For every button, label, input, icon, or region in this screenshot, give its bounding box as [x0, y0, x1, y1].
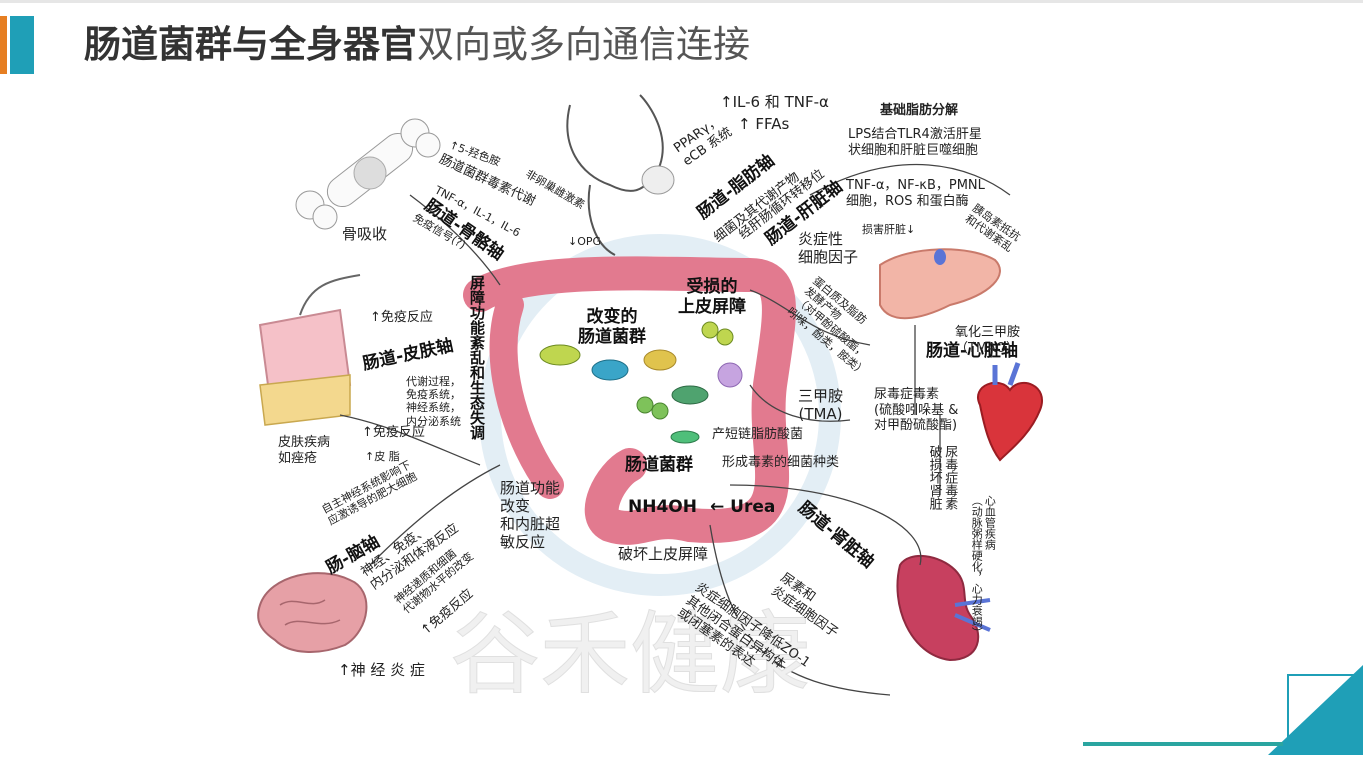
heart-illustration: [977, 362, 1043, 462]
label-dysbiosis: 屏障功能紊乱和生态失调: [468, 275, 486, 440]
label-tma: 三甲胺 (TMA): [798, 387, 844, 423]
label-skin-immune: ↑免疫反应: [370, 310, 433, 325]
label-bone-resorption: 骨吸收: [342, 225, 388, 243]
label-toxin-bacteria: 形成毒素的细菌种类: [722, 455, 840, 470]
corner-decoration: [1268, 665, 1363, 755]
label-neuro-inflammation: ↑神 经 炎 症: [338, 661, 425, 679]
diagram-illustration: 谷禾健康: [257, 94, 1043, 705]
watermark-text: 谷禾健康: [450, 602, 810, 705]
watermark-circle: [479, 234, 841, 596]
label-heart-axis: 肠道-心脏轴: [926, 341, 1019, 361]
label-urea: ← Urea: [710, 497, 776, 517]
label-basic-lipolysis: 基础脂肪分解: [880, 103, 959, 118]
title-rest-part: 双向或多向通信连接: [417, 23, 750, 66]
label-destroy-barrier: 破坏上皮屏障: [618, 545, 709, 563]
slide-title: 肠道菌群与全身器官双向或多向通信连接: [84, 20, 750, 70]
label-kidney-damage: 尿毒症毒素 破损坏肾脏: [926, 445, 958, 510]
label-gut-function: 肠道功能 改变 和内脏超 敏反应: [500, 479, 561, 551]
label-skin-systems: 代谢过程， 免疫系统， 神经系统， 内分泌系统: [406, 375, 461, 428]
skin-illustration: [258, 274, 361, 426]
brain-illustration: [257, 572, 368, 653]
label-cvd: 心血管疾病 （动脉粥样硬化，心力衰竭）: [970, 495, 997, 638]
label-skin-disease: 皮肤疾病 如痤疮: [278, 435, 331, 466]
label-damaged-barrier: 受损的 上皮屏障: [678, 277, 746, 318]
label-nh4oh: NH4OH: [628, 497, 697, 517]
gut-organ-axis-diagram: 谷禾健康 改变的 肠道菌群 受损的 上皮屏障 肠道菌群 产短链脂肪酸菌 形成毒素…: [250, 85, 1050, 705]
label-tmao: 氧化三甲胺 （TMAO）: [955, 325, 1021, 356]
label-scfa-bacteria: 产短链脂肪酸菌: [712, 427, 804, 442]
label-liver-tnf: TNF-α，NF-κB，PMNL 细胞，ROS 和蛋白酶: [846, 178, 985, 209]
label-uremic-toxins: 尿毒症毒素 (硫酸吲哚基 & 对甲酚硫酸酯): [874, 387, 959, 434]
title-bold-part: 肠道菌群与全身器官: [84, 23, 417, 66]
label-ffa: ↑ FFAs: [738, 115, 790, 133]
footer-bar: [1083, 742, 1283, 746]
bone-illustration: [295, 118, 441, 230]
top-divider: [0, 0, 1363, 3]
label-il6: ↑IL-6 和 TNF-α: [720, 93, 829, 111]
label-gut-flora: 肠道菌群: [625, 455, 693, 475]
title-accent-orange: [0, 16, 7, 74]
kidney-illustration: [896, 554, 991, 662]
title-accent-teal: [10, 16, 34, 74]
body-fat-illustration: [566, 94, 675, 256]
label-sebum: ↑皮 脂: [365, 450, 400, 463]
intestine-illustration: [463, 256, 796, 545]
liver-illustration: [879, 248, 1001, 320]
label-opg: ↓OPG: [568, 235, 602, 248]
connector-lines: [339, 163, 1011, 696]
label-skin-immune-2: ↑免疫反应: [362, 425, 425, 440]
label-inflammatory: 炎症性 细胞因子: [798, 230, 859, 266]
label-altered-flora: 改变的 肠道菌群: [578, 307, 646, 348]
corner-triangle: [1268, 665, 1363, 755]
label-lps: LPS结合TLR4激活肝星 状细胞和肝脏巨噬细胞: [848, 127, 982, 158]
label-liver-damage: 损害肝脏↓: [862, 223, 916, 236]
